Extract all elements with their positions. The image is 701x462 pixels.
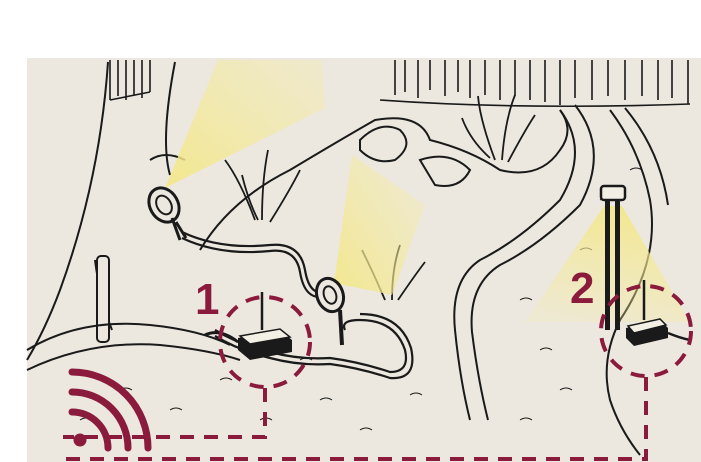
callout-label-2: 2 xyxy=(570,264,594,313)
trunk-pole xyxy=(97,256,109,342)
callout-label-1: 1 xyxy=(195,275,219,324)
